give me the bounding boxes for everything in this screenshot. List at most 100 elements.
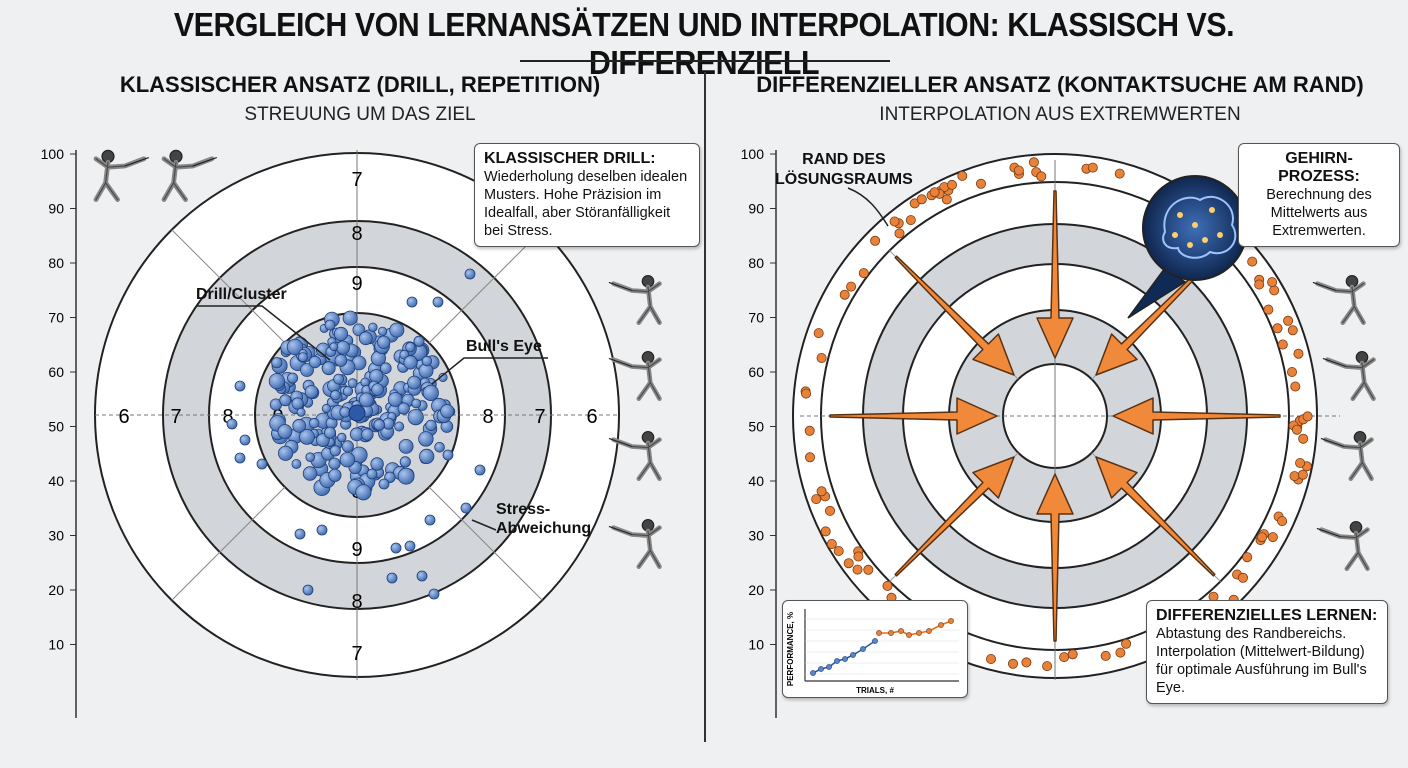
fencer-outline <box>163 158 194 201</box>
classic-drill-box-title: KLASSISCHER DRILL: <box>484 150 656 167</box>
right-panel-heading: DIFFERENZIELLER ANSATZ (KONTAKTSUCHE AM … <box>756 72 1364 97</box>
shot-dot <box>268 373 285 390</box>
edge-sample-dot <box>1289 471 1300 482</box>
brain-outline <box>1162 195 1237 259</box>
edge-sample-dot <box>947 179 958 190</box>
shot-dot <box>335 340 350 355</box>
edge-sample-dot <box>1297 469 1308 480</box>
fencer-body <box>611 525 662 569</box>
ring-number: 8 <box>351 223 362 245</box>
fencer-body <box>611 357 662 401</box>
differential-learning-box-title: DIFFERENZIELLES LERNEN: <box>1156 607 1378 624</box>
shot-dot <box>440 404 455 419</box>
cluster-pointer <box>196 305 331 361</box>
edge-sample-dot <box>1257 532 1268 543</box>
fencer-outline <box>631 439 661 480</box>
shot-dot <box>287 372 299 384</box>
interpolation-arrow <box>1036 190 1074 359</box>
fencer-body <box>1319 527 1370 571</box>
edge-sample-dot <box>852 564 863 575</box>
shot-dot <box>378 478 390 490</box>
shot-dot <box>377 335 391 350</box>
shot-dot <box>442 449 454 461</box>
shot-dot <box>379 362 392 375</box>
shot-dot <box>277 445 294 461</box>
fencer-foil <box>608 437 633 448</box>
fencer-figure <box>608 350 662 401</box>
brain-process-box-text: Berechnung des Mittelwerts aus Extremwer… <box>1266 187 1372 239</box>
ring-number: 7 <box>351 169 362 191</box>
shot-dot <box>394 421 405 432</box>
edge-sample-dot <box>1272 323 1283 334</box>
edge-sample-dot <box>957 170 968 181</box>
inset-blue-point <box>872 638 878 644</box>
fencer-figure <box>1312 274 1366 325</box>
sector-line <box>428 229 543 344</box>
shot-dot <box>386 572 398 584</box>
inset-blue-point <box>834 658 840 664</box>
fencer-outline <box>1339 529 1369 570</box>
shot-dot <box>397 467 415 485</box>
shot-dot <box>323 426 336 439</box>
shot-dot <box>377 326 388 336</box>
interpolation-arrow <box>1095 456 1216 577</box>
shot-dot <box>407 408 424 426</box>
edge-sample-dot <box>804 425 815 436</box>
y-tick-label: 100 <box>741 146 765 162</box>
edge-sample-dot <box>986 654 997 665</box>
left-shot-cluster <box>226 268 486 600</box>
shot-dot <box>358 331 373 346</box>
shot-dot <box>434 441 445 453</box>
edge-sample-dot <box>811 494 822 505</box>
stress-deviation-label: Stress- Abweichung <box>496 501 592 537</box>
shot-dot <box>407 375 422 390</box>
inset-orange-point <box>926 628 932 634</box>
fencer-figure <box>608 518 662 569</box>
edge-sample-dot <box>853 551 864 562</box>
edge-sample-dot <box>1242 552 1253 563</box>
inset-xlabel: TRIALS, # <box>856 686 894 695</box>
shot-dot <box>373 419 386 431</box>
ring-number: 8 <box>482 406 493 428</box>
shot-dot <box>418 431 434 447</box>
edge-sample-dot <box>894 228 905 239</box>
y-tick-label: 80 <box>748 255 764 271</box>
edge-sample-dot <box>1115 647 1126 658</box>
shot-dot <box>422 384 439 401</box>
shot-dot <box>321 403 331 414</box>
inset-blue-point <box>826 664 832 670</box>
edge-sample-dot <box>1121 638 1132 649</box>
shot-dot <box>333 326 349 342</box>
classic-drill-box-text: Wiederholung deselben idealen Musters. H… <box>484 169 688 239</box>
shot-dot <box>390 542 402 554</box>
shot-dot <box>342 310 358 326</box>
fencer-foil <box>1320 437 1345 448</box>
edge-sample-dot <box>1247 256 1258 267</box>
shot-dot <box>464 268 476 280</box>
left-panel-subheading: STREUUNG UM DAS ZIEL <box>244 104 476 125</box>
fencer-outline <box>631 283 661 324</box>
shot-dot <box>308 355 322 369</box>
shot-dot <box>421 355 433 367</box>
solution-space-edge-label: RAND DES LÖSUNGSRAUMS <box>775 151 913 188</box>
y-tick-label: 70 <box>748 310 764 326</box>
shot-dot <box>342 386 354 397</box>
y-tick-label: 50 <box>748 419 764 435</box>
interpolation-arrow <box>1112 397 1281 435</box>
y-tick-label: 50 <box>48 419 64 435</box>
edge-sample-dot <box>1100 650 1111 661</box>
shot-dot <box>328 457 341 470</box>
shot-dot <box>399 456 411 468</box>
fencer-foil <box>1322 357 1347 368</box>
edge-sample-dot <box>976 178 987 189</box>
neuron-spark <box>1192 222 1198 228</box>
fencer-figure <box>1320 430 1374 481</box>
shot-dot <box>328 468 342 482</box>
edge-sample-dot <box>889 216 900 227</box>
edge-sample-dot <box>1114 168 1125 179</box>
fencer-foil <box>192 157 217 167</box>
performance-inset: PERFORMANCE, % TRIALS, # <box>782 600 968 698</box>
fencer-foil <box>608 357 633 368</box>
shot-dot <box>370 457 384 471</box>
